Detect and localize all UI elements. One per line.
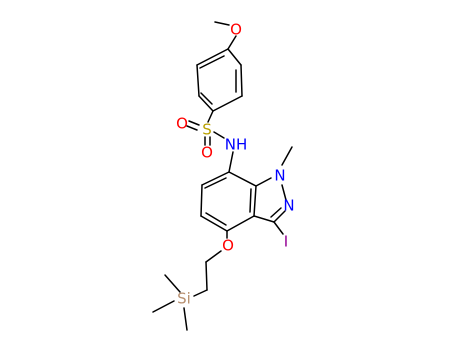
bond-methyl-o	[214, 21, 230, 26]
sulfonyl-oxygen-left-label: O	[176, 115, 188, 133]
bond-c7a-c7	[228, 171, 257, 187]
bond-n1-methyl	[281, 146, 293, 166]
bond-c6-c5	[200, 184, 203, 217]
bond-n1-n2	[281, 184, 287, 201]
bond-ch2-ch2	[205, 261, 208, 291]
ether-oxygen-label: O	[222, 237, 234, 255]
indazole-n2-label: N	[283, 197, 294, 215]
bond-nh-c7	[228, 151, 234, 173]
bond-c5-c4	[200, 215, 228, 232]
bond-o-aryl	[227, 35, 237, 50]
bond-c7-c6-inner	[204, 177, 227, 189]
bond-ch2-si	[193, 289, 208, 297]
bond-aryl-s	[207, 110, 214, 123]
methoxy-oxygen-label: O	[230, 21, 242, 39]
bond-ring-a6	[227, 48, 242, 66]
bond-c3a-c7a	[253, 185, 257, 217]
bond-o-ch2	[205, 250, 222, 263]
bond-ring-a2	[196, 64, 200, 97]
sulfur-label: S	[202, 121, 212, 139]
bond-c7-c6	[201, 171, 230, 186]
bond-s-o-left-2	[186, 125, 198, 131]
bond-si-methyl-left	[152, 300, 175, 313]
bond-si-methyl-top	[164, 274, 181, 293]
silicon-label: Si	[177, 290, 191, 308]
bond-c3a-c7a-inner	[249, 188, 252, 213]
bond-n2-c3	[273, 210, 286, 223]
sulfonyl-oxygen-bottom-label: O	[201, 144, 213, 162]
bond-ring-a4	[212, 95, 243, 112]
bond-ring-a5	[240, 64, 243, 97]
bond-c5-c4-inner	[205, 212, 227, 226]
iodine-label: I	[284, 233, 288, 251]
bond-ring-a1	[196, 48, 229, 66]
bonds	[152, 21, 293, 331]
bond-ring-a3	[198, 95, 214, 112]
bond-c4-c3a	[226, 215, 255, 232]
indazole-n1-label: N	[274, 167, 285, 185]
bond-s-o-left-1	[188, 120, 200, 126]
bond-c3-c3a	[253, 215, 275, 223]
bond-c3-i	[273, 221, 284, 235]
bond-si-methyl-bottom	[183, 307, 188, 331]
amide-nitrogen-label: NH	[225, 136, 248, 154]
bond-ring-a1-inner	[199, 55, 225, 69]
bond-s-nh	[213, 131, 225, 139]
bond-ring-a3-inner	[200, 92, 213, 105]
atom-labels: O O S O NH N N I O Si	[176, 21, 295, 308]
bond-n2-c3-inner	[270, 207, 282, 218]
bond-c7a-n1	[255, 177, 272, 187]
